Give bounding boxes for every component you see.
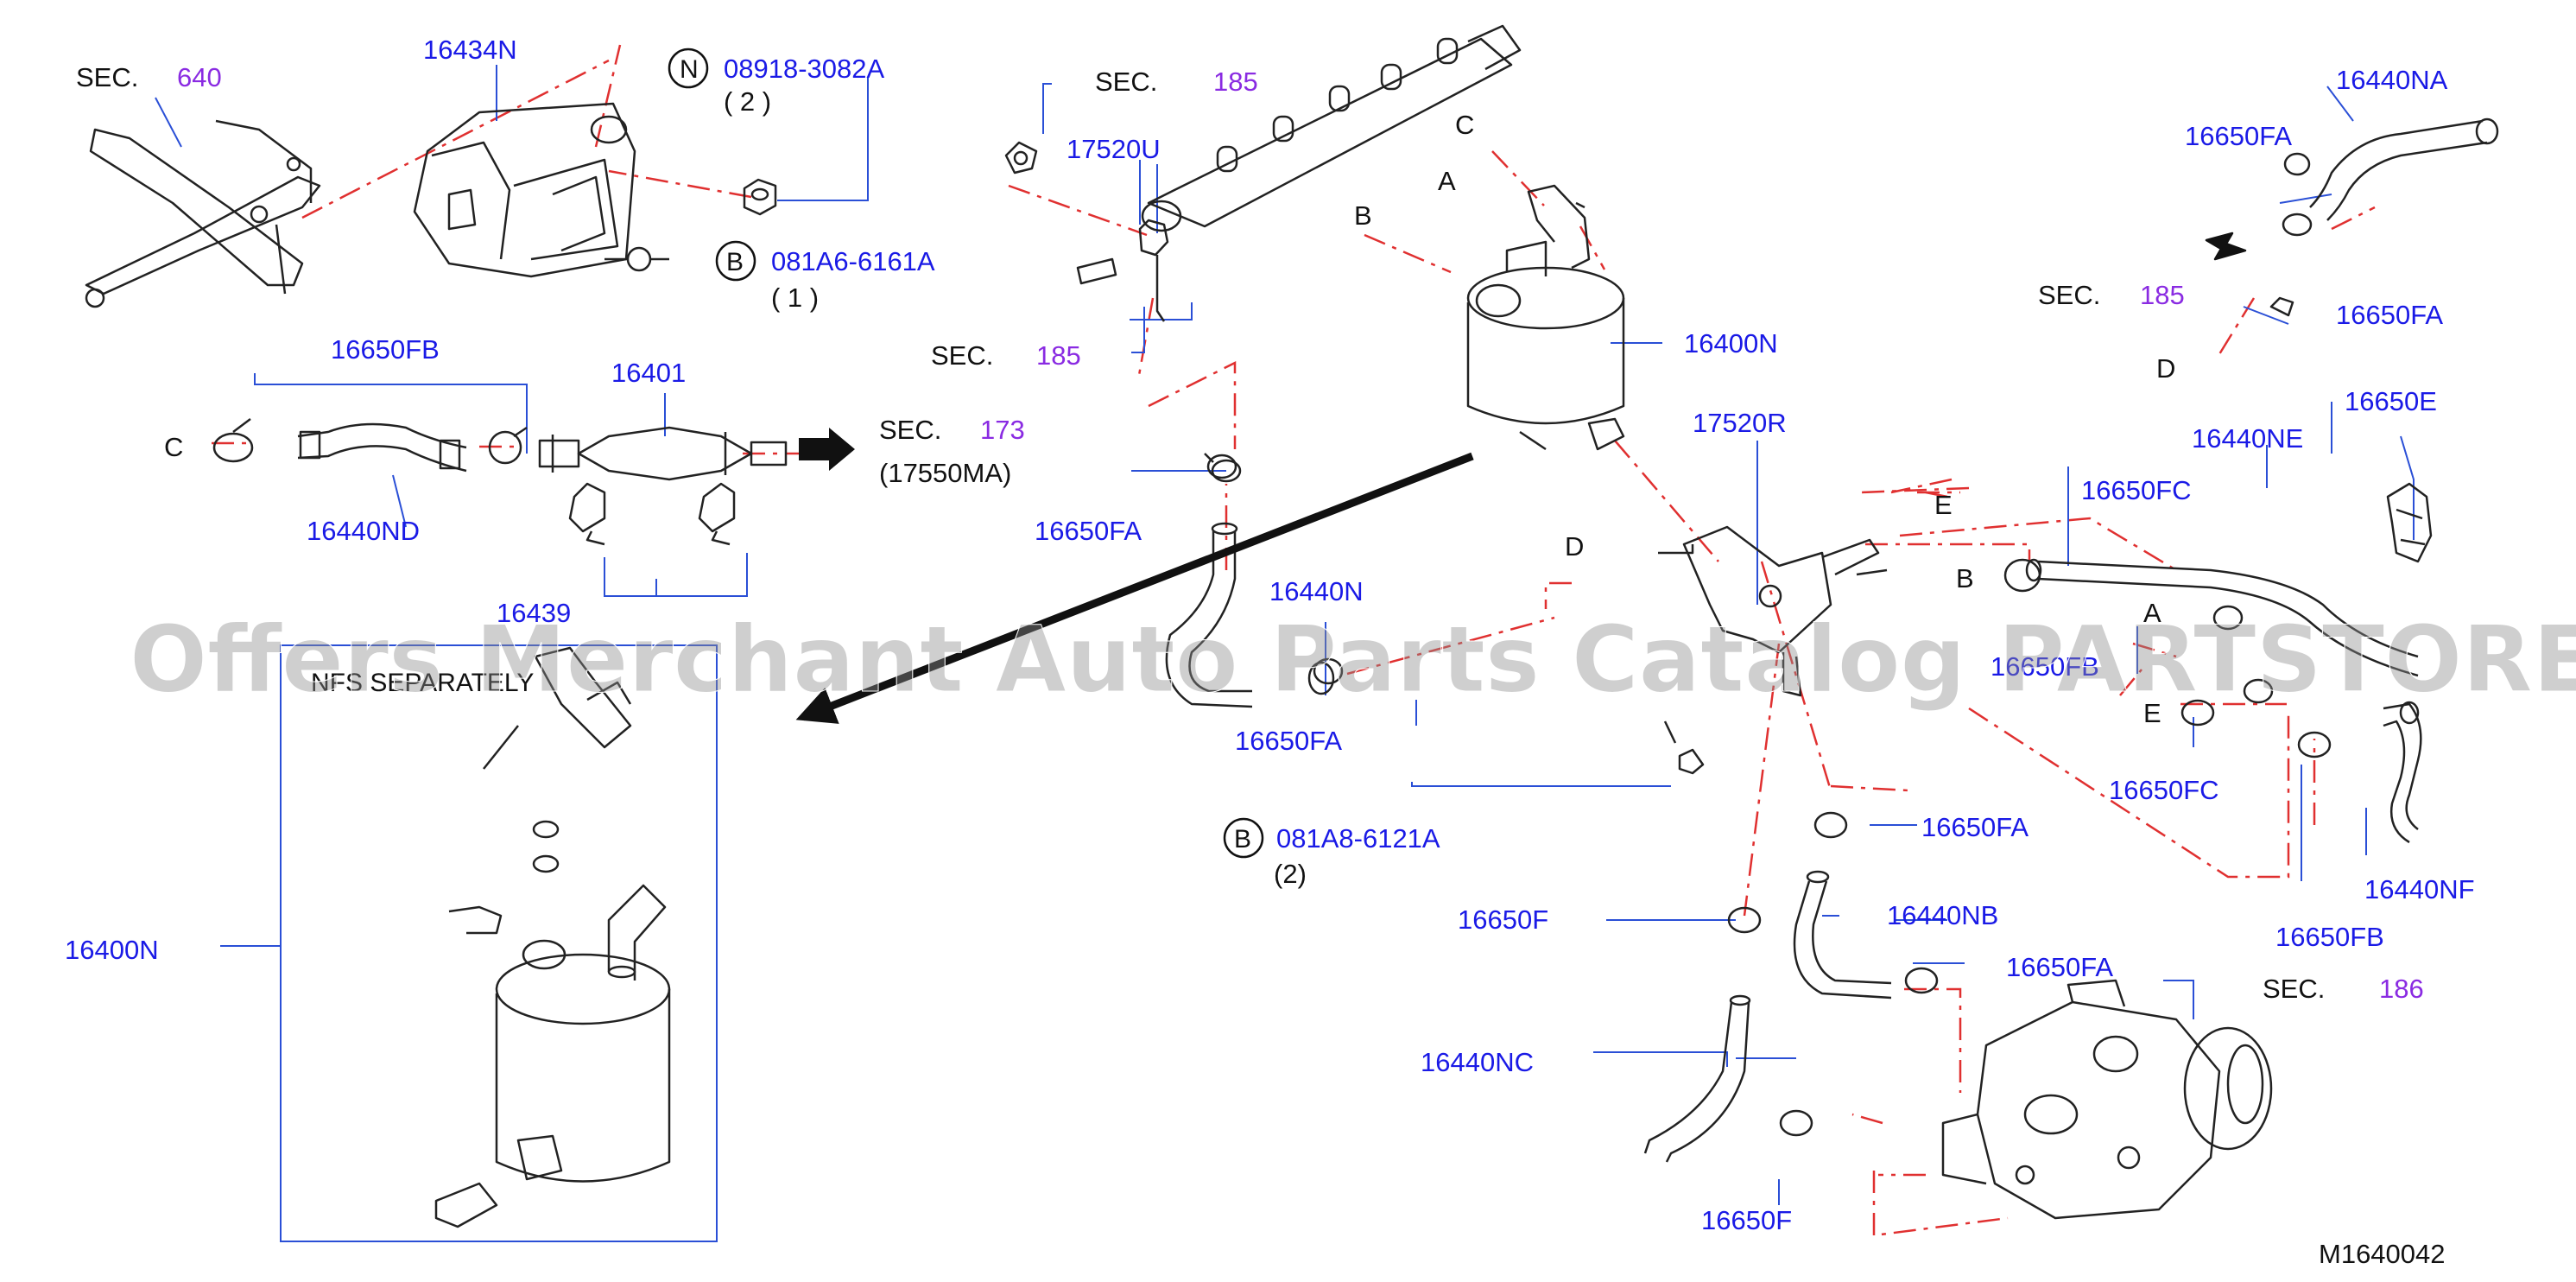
part-16650fa-mid: 16650FA [1035, 516, 1142, 546]
part-16440ne: 16440NE [2192, 423, 2303, 454]
sec173-arrow [799, 428, 855, 471]
qty-081a8: (2) [1274, 859, 1307, 889]
part-16650fa-nb: 16650FA [1921, 812, 2029, 842]
banjo-fitting-17520u-drawing [1004, 141, 1169, 322]
letter-b-right: B [1956, 563, 1974, 593]
part-16650e: 16650E [2345, 386, 2437, 416]
clip-16650e-drawing [2386, 482, 2433, 563]
inset-frame [280, 644, 718, 1242]
part-16440n: 16440N [1269, 576, 1364, 606]
part-16650fb-right: 16650FB [2275, 922, 2384, 952]
part-16650fa-right: 16650FA [2336, 300, 2443, 330]
part-08918-3082a: 08918-3082A [724, 54, 884, 84]
letter-a-right: A [2143, 598, 2161, 628]
part-16440nb: 16440NB [1887, 900, 1998, 930]
inset-arrow [795, 452, 1474, 724]
sec-number-185-mid: 185 [1036, 340, 1081, 371]
part-16650f-lower: 16650F [1701, 1205, 1792, 1235]
sec-number-185-top: 185 [1213, 67, 1258, 97]
hose-16440nb-drawing [1793, 811, 1939, 1000]
sec-word-640: SEC. [76, 62, 138, 92]
part-16440nf: 16440NF [2364, 874, 2475, 904]
bracket-17520r-drawing [1658, 525, 1888, 697]
part-081a8-6121a: 081A8-6121A [1276, 823, 1440, 854]
figure-code: M1640042 [2319, 1239, 2446, 1269]
letter-c-top: C [1455, 110, 1474, 140]
sec-word-185-mid: SEC. [931, 340, 993, 371]
letter-e-top: E [1934, 490, 1953, 520]
hose-16440ne-drawing [2003, 558, 2419, 677]
letter-b-top: B [1354, 200, 1372, 231]
sec-number-185-right: 185 [2140, 280, 2185, 310]
sec-word-185-top: SEC. [1095, 67, 1157, 97]
sec-word-185-right: SEC. [2038, 280, 2100, 310]
part-16439: 16439 [497, 598, 571, 628]
hose-16440nf-drawing [2383, 701, 2422, 844]
part-16650f-upper: 16650F [1458, 904, 1548, 935]
clamps-right-drawing [2180, 605, 2332, 758]
hose-16440na-drawing [2269, 117, 2499, 317]
part-081a6-6161a: 081A6-6161A [771, 246, 935, 276]
symbol-circles [668, 48, 1264, 859]
sec185-arrow-drawing [2205, 232, 2247, 261]
sec-173-note: (17550MA) [879, 458, 1011, 488]
part-16650fa-lower: 16650FA [1235, 726, 1342, 756]
symbol-b-1: B [726, 248, 744, 276]
qty-08918: ( 2 ) [724, 86, 771, 117]
part-16434n: 16434N [423, 35, 517, 65]
canister-16400n-drawing [1466, 184, 1625, 451]
inset-title: NFS SEPARATELY [311, 669, 534, 697]
hose-16440nd-drawing [212, 418, 528, 473]
hose-16440nc-drawing [1643, 906, 1813, 1163]
part-16440na: 16440NA [2336, 65, 2448, 95]
letter-c-left: C [164, 432, 183, 462]
sec-word-173: SEC. [879, 415, 941, 445]
part-16650fc-top: 16650FC [2081, 475, 2192, 505]
part-17520r: 17520R [1693, 408, 1787, 438]
part-16400n-inset: 16400N [65, 935, 159, 965]
inset-canister-drawing [434, 646, 671, 1228]
letter-d-mid: D [1565, 531, 1584, 562]
injection-pump-drawing [1941, 979, 2273, 1220]
text-labels: SEC. 640 16434N N 08918-3082A ( 2 ) B 08… [65, 35, 2475, 1269]
bracket-640-drawing [85, 119, 321, 308]
sec-number-186: 186 [2379, 974, 2424, 1004]
bolt-081a8-drawing [1663, 720, 1705, 775]
sec-number-173: 173 [980, 415, 1025, 445]
part-drawings [85, 24, 2499, 1228]
qty-081a6: ( 1 ) [771, 282, 819, 313]
part-16650fb-mid: 16650FB [1991, 651, 2099, 682]
bolt-081a6-drawing [604, 246, 669, 272]
sec-word-186: SEC. [2263, 974, 2325, 1004]
part-16650fa-top-right: 16650FA [2185, 121, 2292, 151]
symbol-b-2: B [1234, 825, 1251, 854]
letter-e-right: E [2143, 698, 2161, 728]
fuel-filter-16401-drawing [538, 426, 788, 546]
heat-shield-16434n-drawing [413, 102, 636, 278]
part-17520u: 17520U [1066, 134, 1161, 164]
fuel-rail-drawing [1141, 24, 1522, 232]
watermark: Offers Merchant Auto Parts Catalog PARTS… [130, 606, 2576, 713]
part-16440nd: 16440ND [307, 516, 420, 546]
part-16650fc-bottom: 16650FC [2109, 775, 2219, 805]
part-16440nc: 16440NC [1421, 1047, 1534, 1077]
sec-number-640: 640 [177, 62, 222, 92]
part-16401: 16401 [611, 358, 686, 388]
clamp-16650fa-center-drawing [1206, 454, 1344, 685]
letter-a-top: A [1438, 166, 1456, 196]
symbol-n: N [680, 55, 699, 84]
hose-16440n-drawing [1165, 453, 1335, 708]
letter-d-right: D [2156, 353, 2175, 384]
nut-drawing [743, 178, 777, 216]
dashed-leader-lines [212, 44, 2376, 1237]
part-16650fa-pump: 16650FA [2006, 952, 2113, 982]
part-16650fb-left: 16650FB [331, 334, 440, 365]
part-16400n: 16400N [1684, 328, 1778, 359]
